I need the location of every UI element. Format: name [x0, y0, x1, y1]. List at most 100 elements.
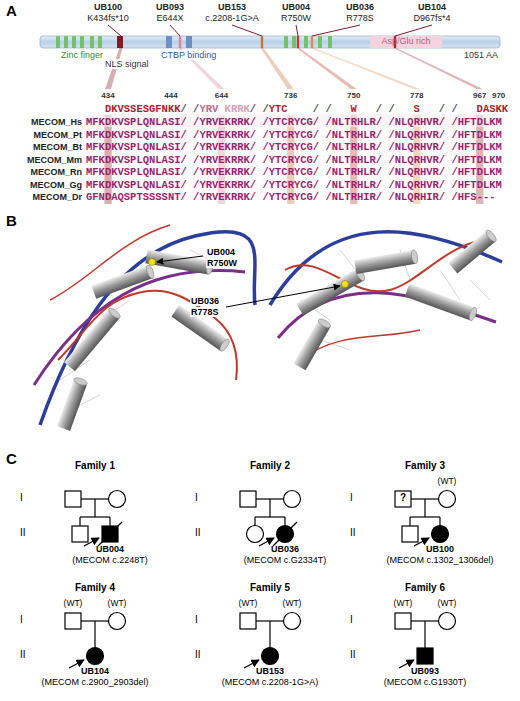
mutant-sequence: W: [351, 103, 357, 115]
leader-line: [395, 25, 432, 36]
reference-row-band: [84, 114, 504, 127]
sequence-break: /: [313, 103, 319, 115]
father-symbol: [65, 613, 81, 629]
panel-letter: A: [6, 2, 17, 19]
family-title: Family 6: [405, 582, 445, 594]
leader-line: [108, 25, 121, 36]
aligned-sequence: MFKDKVSPLQNLASI/ /YRVEKRRK/ /YTCRYCG/ /N…: [86, 116, 502, 128]
deceased-slash: [273, 522, 297, 546]
mutant-sequence: KRRK: [225, 103, 250, 115]
child-line: [94, 639, 95, 648]
aligned-sequence: MFKDKVSPLQNLASI/ /YRVEKRRK/ /YTCRYCG/ /N…: [86, 154, 502, 166]
mutation-name: R778S: [346, 13, 374, 23]
descent-line: [94, 499, 95, 517]
mutant-sequence: YTC: [269, 103, 288, 115]
panel-letter: B: [6, 212, 17, 229]
sibling-symbol: [402, 526, 418, 542]
patient-id: UB036: [346, 2, 374, 12]
mother-symbol: [439, 491, 456, 508]
patient-id: UB104: [418, 2, 446, 12]
protein-length: 1051 AA: [464, 50, 498, 60]
aligned-sequence: MFKDKVSPLQNLASI/ /YRVEKRRK/ /YTCRYCG/ /N…: [86, 166, 502, 178]
protein-structure-right: [270, 229, 502, 371]
aligned-sequence: MFKDKVSPLQNLASI/ /YRVEKRRK/ /YTCRYCG/ /N…: [86, 179, 502, 191]
domain-label: NLS signal: [104, 59, 150, 69]
mutation-name: R750W: [281, 13, 311, 23]
mutation-name: R750W: [206, 258, 238, 268]
descent-line: [424, 621, 425, 639]
sequence-break: /: [193, 103, 199, 115]
proband-symbol: [87, 648, 104, 665]
patient-id: UB093: [411, 666, 439, 676]
leader-line: [296, 25, 298, 36]
generation-number: II: [195, 527, 201, 539]
deceased-slash: [98, 522, 122, 546]
father-symbol: [240, 491, 256, 507]
patient-id: UB093: [156, 2, 184, 12]
aligned-sequence: GFNDAQSPTSSSSNT/ /YRVEKRRK/ /YTCRYCG/ /N…: [86, 191, 496, 203]
species-name: MECOM_Dr: [32, 192, 82, 202]
child-line: [439, 517, 440, 526]
descent-line: [269, 499, 270, 517]
father-symbol: [395, 613, 411, 629]
residue-number: 434: [101, 91, 114, 100]
patient-id: UB036: [190, 296, 220, 306]
genotype-label: (WT): [64, 599, 83, 609]
unknown-mark: ?: [400, 492, 406, 504]
generation-number: II: [350, 649, 356, 661]
variant-label: (MECOM c.1302_1306del): [386, 555, 493, 565]
sibship-line: [410, 516, 440, 517]
patient-id: UB004: [206, 247, 236, 257]
generation-number: I: [195, 492, 198, 504]
mother-symbol: [109, 613, 126, 630]
sequence-break: /: [325, 103, 331, 115]
child-line: [409, 517, 410, 526]
generation-number: I: [350, 614, 353, 626]
generation-number: I: [350, 492, 353, 504]
mutation-name: c.2208-1G>A: [205, 13, 258, 23]
proband-symbol: [432, 526, 449, 543]
child-line: [254, 517, 255, 526]
residue-number: 736: [284, 91, 297, 100]
leader-line: [312, 25, 360, 36]
mother-symbol: [439, 613, 456, 630]
descent-line: [424, 499, 425, 517]
mutation-name: K434fs*10: [87, 13, 129, 23]
protein-structure-left: [34, 225, 255, 431]
variant-label: (MECOM c.2248T): [72, 555, 148, 565]
mutation-name: E644X: [156, 13, 183, 23]
child-line: [424, 639, 425, 648]
sequence-break: /: [250, 103, 256, 115]
species-name: MECOM_Hs: [31, 117, 82, 127]
mutation-tick: [261, 36, 263, 48]
child-line: [269, 639, 270, 648]
leader-line: [170, 25, 180, 36]
mutant-sequence: DASKK: [477, 103, 509, 115]
proband-symbol: [417, 648, 433, 664]
family-title: Family 3: [405, 460, 445, 472]
genotype-label: (WT): [108, 599, 127, 609]
patient-id: UB004: [282, 2, 310, 12]
mutation-tick: [120, 36, 122, 48]
patient-id: UB104: [81, 666, 109, 676]
sequence-break: /: [262, 103, 268, 115]
proband-symbol: [262, 648, 279, 665]
sequence-break: /: [439, 103, 445, 115]
family-title: Family 2: [250, 460, 290, 472]
family-title: Family 4: [75, 582, 115, 594]
residue-number: 970: [492, 91, 505, 100]
descent-line: [269, 621, 270, 639]
genotype-label: (WT): [283, 599, 302, 609]
generation-number: II: [20, 527, 26, 539]
sibling-symbol: [72, 526, 88, 542]
residue-number: 444: [164, 91, 177, 100]
domain-label: Zinc finger: [60, 50, 104, 60]
domain-label: CTBP binding: [160, 50, 217, 60]
patient-id: UB153: [218, 2, 246, 12]
variant-label: (MECOM c.2900_2903del): [41, 677, 148, 687]
genotype-label: (WT): [239, 599, 258, 609]
family-title: Family 1: [75, 460, 115, 472]
generation-number: II: [195, 649, 201, 661]
variant-label: (MECOM c.G2334T): [244, 555, 327, 565]
